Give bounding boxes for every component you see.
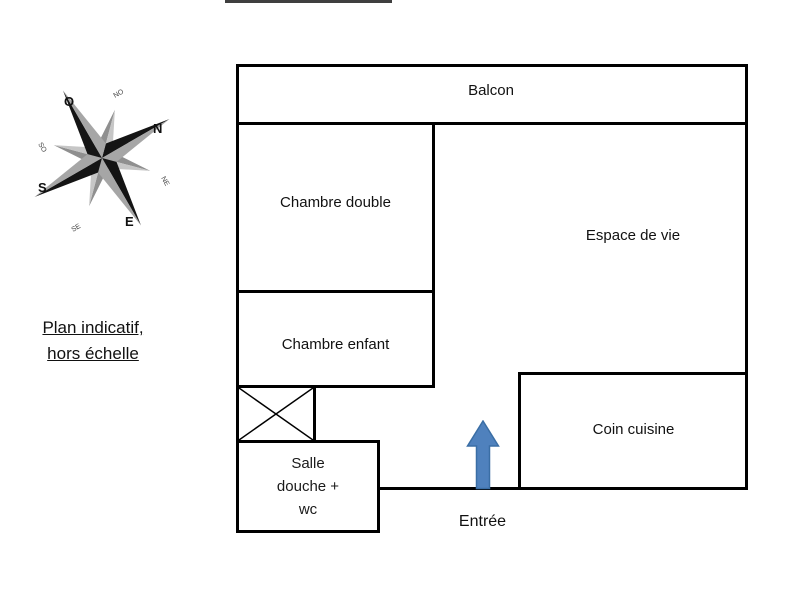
room-label-balcon: Balcon bbox=[468, 82, 514, 99]
crossed-duct-box bbox=[236, 385, 316, 443]
wall-balcony-bottom bbox=[236, 122, 748, 125]
compass-label-east: E bbox=[125, 214, 134, 229]
wall-outer-left bbox=[236, 64, 239, 445]
salle-douche-label-line3: wc bbox=[298, 501, 318, 518]
compass-rose-graphic: O N S E NO NE SO SE bbox=[34, 88, 170, 234]
wall-kitchen-left bbox=[518, 372, 521, 490]
wall-outer-bottom bbox=[378, 487, 748, 490]
wall-outer-top bbox=[236, 64, 748, 67]
wall-kitchen-top bbox=[518, 372, 748, 375]
wall-bedrooms-divider bbox=[236, 290, 435, 293]
wall-child-bedroom-bottom bbox=[236, 385, 435, 388]
compass-label-southeast: SE bbox=[71, 223, 83, 234]
entrance-arrow-graphic bbox=[466, 419, 500, 490]
entrance-arrow-icon bbox=[465, 419, 501, 490]
room-label-coin-cuisine: Coin cuisine bbox=[592, 421, 675, 438]
room-salle-douche: Salle douche + wc bbox=[236, 440, 380, 533]
salle-douche-label-line2: douche + bbox=[276, 478, 340, 495]
wall-bedrooms-right bbox=[432, 122, 435, 388]
scale-note-line1: Plan indicatif, bbox=[42, 318, 144, 337]
room-label-chambre-enfant: Chambre enfant bbox=[281, 336, 390, 353]
compass-label-west: O bbox=[64, 94, 74, 109]
compass-label-southwest: SO bbox=[36, 142, 47, 155]
crossed-duct-x-icon bbox=[238, 387, 314, 441]
salle-douche-label-line1: Salle bbox=[291, 455, 325, 472]
compass-label-northeast: NE bbox=[159, 176, 170, 188]
top-edge-artifact bbox=[225, 0, 392, 3]
compass-label-south: S bbox=[38, 180, 47, 195]
entrance-label: Entrée bbox=[458, 513, 507, 530]
scale-note: Plan indicatif, hors échelle bbox=[10, 315, 176, 367]
compass-label-northwest: NO bbox=[113, 88, 126, 100]
compass-main-points bbox=[34, 90, 170, 226]
room-label-chambre-double: Chambre double bbox=[280, 194, 391, 211]
room-label-espace-de-vie: Espace de vie bbox=[585, 227, 681, 244]
entrance-arrow-shape bbox=[466, 419, 500, 490]
scale-note-line2: hors échelle bbox=[47, 344, 139, 363]
wall-outer-right bbox=[745, 64, 748, 490]
compass-rose: O N S E NO NE SO SE bbox=[20, 8, 190, 243]
compass-label-north: N bbox=[153, 121, 162, 136]
